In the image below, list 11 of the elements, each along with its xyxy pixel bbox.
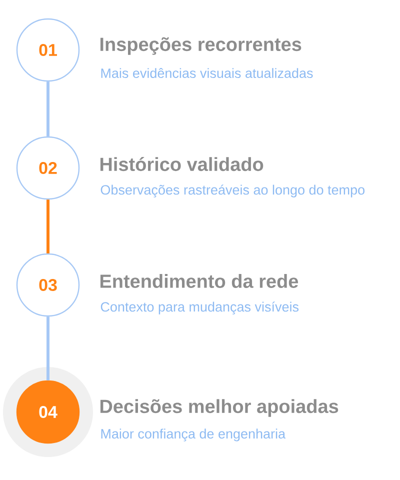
step-description: Contexto para mudanças visíveis	[100, 302, 299, 314]
connector-line	[46, 82, 50, 136]
connector-line	[46, 316, 50, 380]
step-heading: Inspeções recorrentes	[100, 37, 302, 55]
step-heading: Histórico validado	[100, 156, 264, 172]
step-description: Observações rastreáveis ao longo do tempo	[100, 184, 364, 198]
step-heading: Entendimento da rede	[100, 274, 298, 288]
step-heading: Decisões melhor apoiadas	[100, 399, 338, 417]
step-description: Maior confiança de engenharia	[101, 428, 286, 442]
connector-line	[46, 200, 50, 254]
step-description: Mais evidências visuais atualizadas	[101, 68, 313, 78]
